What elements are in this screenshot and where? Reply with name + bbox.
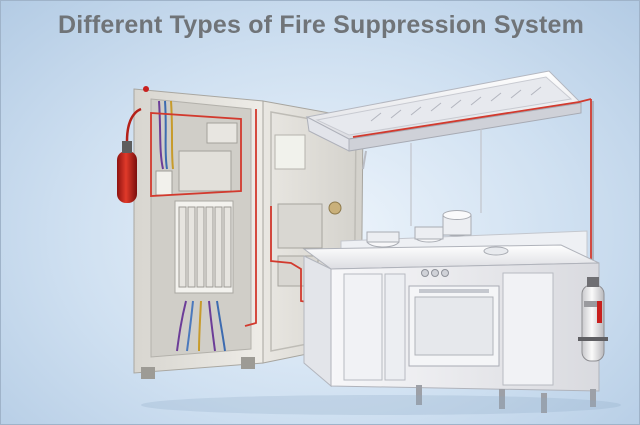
kitchen-exhaust-hood <box>305 70 594 301</box>
page-title: Different Types of Fire Suppression Syst… <box>57 11 585 39</box>
hood-filter <box>370 86 542 122</box>
fire-extinguisher-cylinder <box>117 86 149 203</box>
breaker-row <box>174 200 234 294</box>
wiring <box>158 100 226 352</box>
commercial-stove <box>302 129 600 413</box>
suppression-tank <box>578 277 608 362</box>
